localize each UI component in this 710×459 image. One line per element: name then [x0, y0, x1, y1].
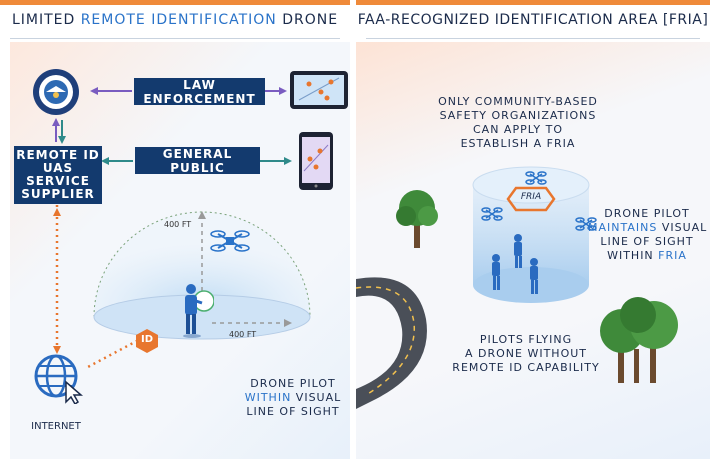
cbo-line-2: SAFETY ORGANIZATIONS [439, 109, 597, 122]
maintains-rest: VISUAL [657, 221, 708, 234]
pilot-caption-line-3: LINE OF SIGHT [246, 405, 340, 418]
cbo-line-4: ESTABLISH A FRIA [460, 137, 576, 150]
altitude-label: 400 FT [164, 220, 192, 229]
title-divider [366, 38, 700, 39]
faa-seal-icon [33, 69, 79, 115]
law-enforcement-box: LAW ENFORCEMENT [134, 78, 265, 106]
pilot-caption-line-1: DRONE PILOT [250, 377, 336, 390]
title-divider [10, 38, 340, 39]
accent-bar [0, 0, 350, 5]
no-remote-id-caption: PILOTS FLYING A DRONE WITHOUT REMOTE ID … [446, 333, 606, 375]
drone-pilot-icon [183, 284, 214, 338]
fria-badge-icon [506, 186, 556, 212]
tree-icon [396, 190, 438, 248]
connector-lines [52, 87, 292, 370]
maintains-line-4: WITHIN FRIA [588, 249, 706, 263]
pilot-caption-line-2: WITHIN VISUAL [238, 391, 348, 405]
limited-remote-id-panel: LIMITED REMOTE IDENTIFICATION DRONE LA [0, 0, 350, 459]
flying-line-2: A DRONE WITHOUT [464, 347, 587, 360]
flying-line-3: REMOTE ID CAPABILITY [452, 361, 600, 374]
title-prefix: LIMITED [11, 12, 81, 28]
supplier-line-1: REMOTE ID [16, 148, 100, 162]
supplier-line-2: UAS [42, 161, 74, 175]
general-public-box: GENERAL PUBLIC [135, 147, 260, 175]
maintains-line-2: MAINTAINS VISUAL [588, 221, 706, 235]
internet-label: INTERNET [31, 421, 81, 432]
radius-label: 400 FT [229, 330, 257, 339]
cbo-caption: ONLY COMMUNITY-BASED SAFETY ORGANIZATION… [418, 95, 618, 151]
pilot-caption-highlight: WITHIN [244, 391, 292, 404]
maintains-line-1: DRONE PILOT [604, 207, 690, 220]
pilot-visual-caption: DRONE PILOT WITHIN VISUAL LINE OF SIGHT [238, 377, 348, 419]
trees-icon [600, 297, 678, 383]
flying-line-1: PILOTS FLYING [479, 333, 573, 346]
title-highlight: REMOTE IDENTIFICATION [80, 12, 277, 28]
maintains-line-4-prefix: WITHIN [607, 249, 659, 262]
maintains-line-3: LINE OF SIGHT [600, 235, 694, 248]
id-badge-text: ID [140, 334, 154, 345]
tablet-portrait-icon [299, 132, 333, 190]
maintains-caption: DRONE PILOT MAINTAINS VISUAL LINE OF SIG… [588, 207, 706, 263]
supplier-line-3: SERVICE [26, 174, 90, 188]
title-suffix: DRONE [276, 12, 339, 28]
panel-title: FAA-RECOGNIZED IDENTIFICATION AREA [FRIA… [357, 12, 709, 28]
remote-id-supplier-box: REMOTE ID UAS SERVICE SUPPLIER [14, 146, 102, 204]
supplier-line-4: SUPPLIER [21, 187, 95, 201]
tablet-landscape-icon [290, 71, 348, 109]
road-illustration [356, 277, 427, 409]
visual-line-dome [93, 211, 311, 340]
fria-drones-icon [481, 171, 597, 231]
fria-pilots-icon [492, 234, 538, 294]
fria-badge-text: FRIA [520, 192, 542, 202]
cbo-line-3: CAN APPLY TO [473, 123, 563, 136]
pilot-caption-rest: VISUAL [291, 391, 342, 404]
maintains-highlight: MAINTAINS [588, 221, 658, 234]
id-badge-icon [136, 329, 158, 353]
fria-panel: FAA-RECOGNIZED IDENTIFICATION AREA [FRIA… [356, 0, 710, 459]
panel-title: LIMITED REMOTE IDENTIFICATION DRONE [0, 12, 350, 28]
drone-icon [210, 230, 250, 252]
accent-bar [356, 0, 710, 5]
maintains-line-4-highlight: FRIA [658, 249, 687, 262]
internet-globe-icon [34, 354, 84, 404]
cbo-line-1: ONLY COMMUNITY-BASED [438, 95, 598, 108]
